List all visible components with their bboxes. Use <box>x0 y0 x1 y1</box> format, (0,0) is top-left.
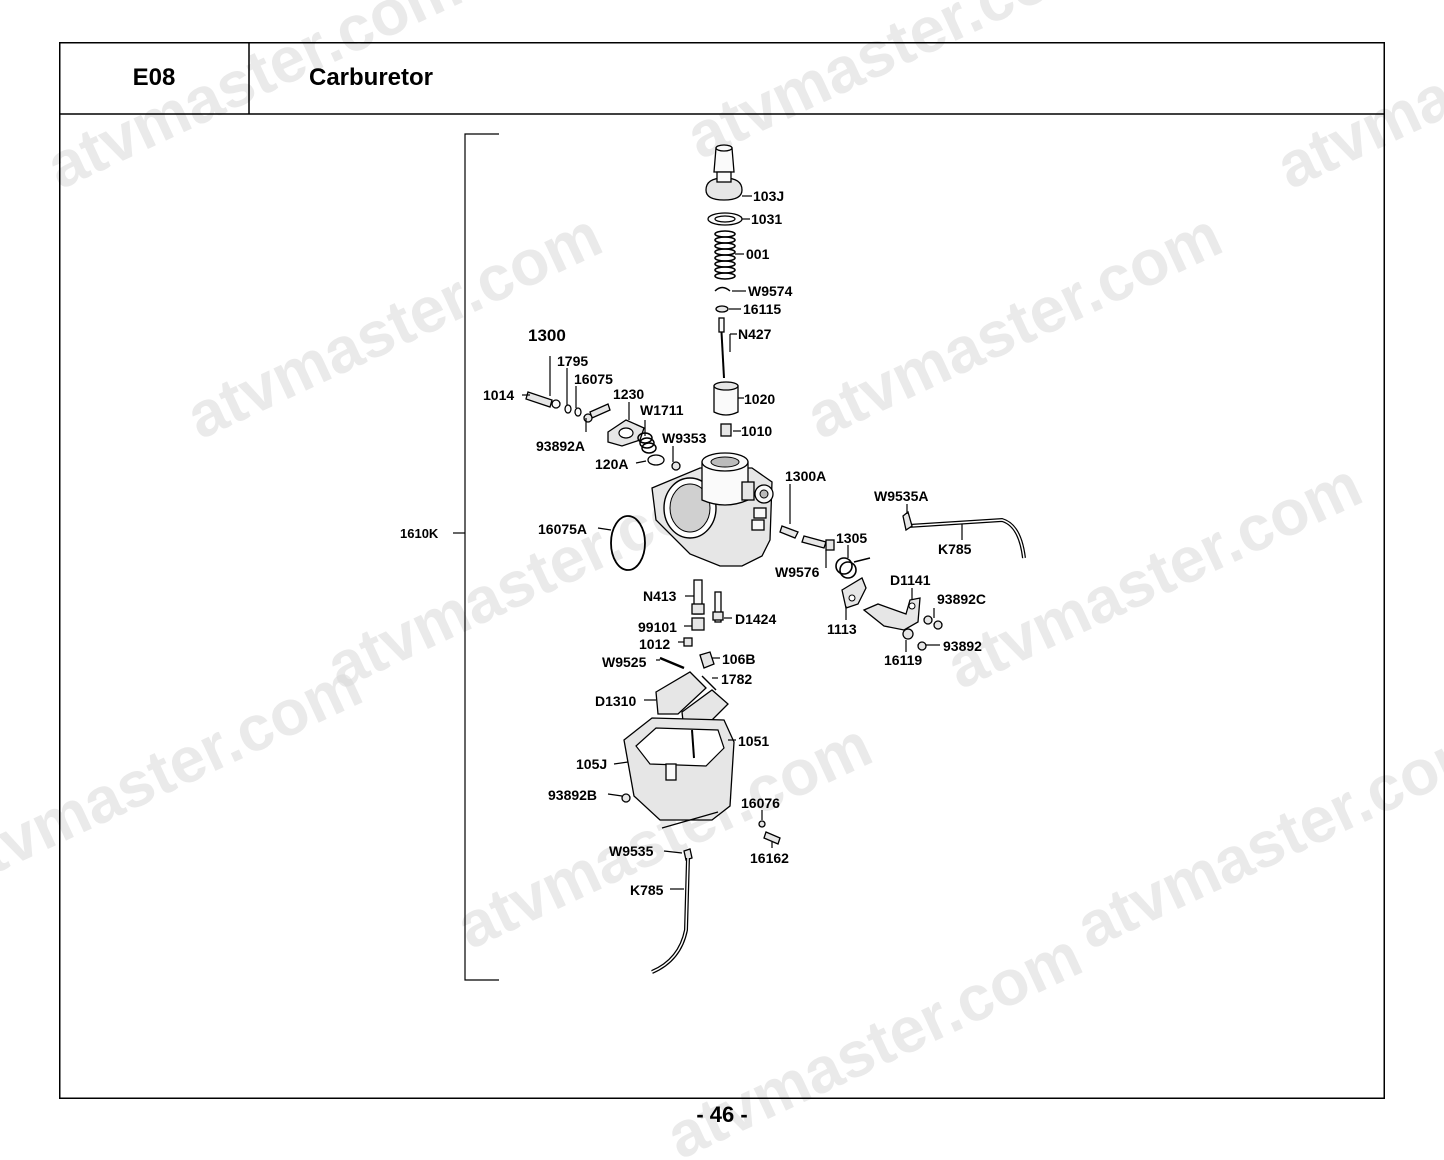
screw-part <box>583 403 611 423</box>
o-ring-part <box>758 820 766 828</box>
carburetor-body-part <box>651 452 774 567</box>
needle-part <box>718 317 725 379</box>
spring-part <box>714 230 736 280</box>
callout-label: W9574 <box>748 283 793 299</box>
float-pin-part <box>659 656 685 670</box>
callout-label: D1424 <box>735 611 776 627</box>
callout-label: 1113 <box>827 621 857 637</box>
callout-label: D1310 <box>595 693 636 709</box>
main-jet-part <box>691 617 705 631</box>
needle-jet-part <box>712 591 724 623</box>
callout-label: D1141 <box>890 572 931 588</box>
callout-labels: 103J 1031 001 W9574 16115 N427 1300 1795… <box>483 188 986 898</box>
frame-border <box>59 42 1385 1099</box>
cover-plate-part <box>607 419 645 447</box>
spring-part <box>564 404 572 414</box>
clip-part <box>902 510 913 532</box>
callout-label: N427 <box>738 326 772 342</box>
callout-label: 16075 <box>574 371 613 387</box>
page-frame: E08 Carburetor <box>59 42 1385 1099</box>
callout-label: 1020 <box>744 391 775 407</box>
callout-label: 103J <box>753 188 784 204</box>
callout-label: 1230 <box>613 386 644 402</box>
callout-label: 93892A <box>536 438 585 454</box>
callout-label: 001 <box>746 246 770 262</box>
leader-lines <box>522 195 963 890</box>
drain-tube-part <box>651 857 690 974</box>
float-needle-part <box>699 651 715 669</box>
callout-label: 16115 <box>743 301 781 317</box>
callout-label: 93892 <box>943 638 982 654</box>
callout-label: 1300A <box>785 468 826 484</box>
air-screw-part <box>525 391 561 409</box>
clip-part <box>714 286 731 292</box>
callout-label: 1051 <box>738 733 769 749</box>
callout-label: 1010 <box>741 423 772 439</box>
washer-part <box>683 637 693 647</box>
callout-label: K785 <box>938 541 972 557</box>
bracket-part <box>862 597 921 631</box>
callout-label: 1795 <box>557 353 588 369</box>
callout-label: 1782 <box>721 671 752 687</box>
callout-label: 93892B <box>548 787 597 803</box>
callout-label: 1012 <box>639 636 670 652</box>
o-ring-part <box>574 407 582 417</box>
top-cap-part <box>705 144 743 201</box>
callout-label: W9525 <box>602 654 647 670</box>
throttle-lever-part <box>841 577 867 609</box>
drain-screw-part <box>763 831 781 845</box>
screw-part <box>933 620 943 630</box>
screw-part <box>917 641 927 651</box>
callout-label: 99101 <box>638 619 677 635</box>
callout-label: W1711 <box>640 402 684 418</box>
callout-label: 1031 <box>751 211 782 227</box>
callout-label: 1305 <box>836 530 867 546</box>
callout-label: 16162 <box>750 850 789 866</box>
idle-screw-part <box>779 525 799 539</box>
float-bowl-part <box>623 717 735 821</box>
callout-label: 1300 <box>528 326 566 345</box>
callout-label: 106B <box>722 651 755 667</box>
collar-part <box>902 628 914 640</box>
page-title: Carburetor <box>309 64 434 91</box>
callout-label: 93892C <box>937 591 986 607</box>
callout-label: 16075A <box>538 521 587 537</box>
callout-label: W9353 <box>662 430 707 446</box>
callout-label: K785 <box>630 882 664 898</box>
callout-label: 16119 <box>884 652 922 668</box>
callout-label: W9535A <box>874 488 928 504</box>
screw-part <box>661 811 719 829</box>
page-number: - 46 - <box>696 1102 748 1127</box>
clip-part <box>671 461 681 471</box>
callout-label: 16076 <box>741 795 780 811</box>
gasket-part <box>647 454 665 466</box>
callout-label: W9576 <box>775 564 820 580</box>
callout-label: 120A <box>595 456 628 472</box>
adjusting-screw-part <box>801 535 835 551</box>
throttle-slide-part <box>713 381 739 416</box>
callout-label: W9535 <box>609 843 654 859</box>
callout-label: N413 <box>643 588 677 604</box>
o-ring-part <box>610 515 646 571</box>
pilot-jet-part <box>691 579 705 615</box>
screw-part <box>621 793 631 803</box>
washer-part <box>715 305 729 313</box>
nut-part <box>720 423 732 437</box>
assembly-bracket <box>464 133 499 981</box>
callout-label: 1014 <box>483 387 514 403</box>
spring-part <box>835 557 871 579</box>
section-code: E08 <box>132 64 176 91</box>
clip-part <box>683 848 693 861</box>
screw-part <box>923 615 933 625</box>
assembly-label: 1610K <box>400 526 439 541</box>
callout-label: 105J <box>576 756 607 772</box>
